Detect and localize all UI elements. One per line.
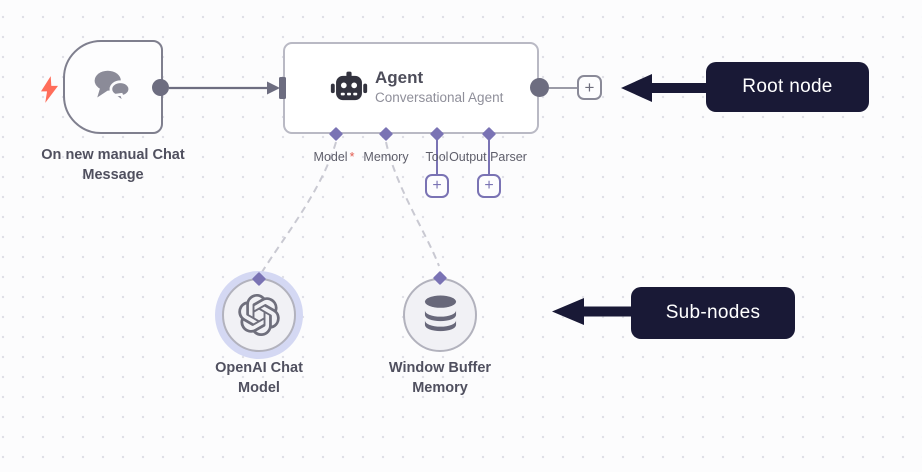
port-label-memory: Memory: [363, 150, 409, 164]
trigger-output-endpoint[interactable]: [152, 79, 169, 96]
add-output-parser-button[interactable]: +: [477, 174, 501, 198]
openai-logo-icon: [238, 294, 280, 336]
chat-bubbles-icon: [94, 70, 132, 105]
add-next-node-button[interactable]: +: [577, 75, 602, 100]
window-buffer-memory-node[interactable]: [403, 278, 477, 352]
root-node-arrow-left-icon: [621, 74, 707, 102]
robot-icon: [330, 71, 368, 101]
agent-node-title: Agent: [375, 68, 424, 87]
openai-chat-model-node[interactable]: [222, 278, 296, 352]
openai-node-label: OpenAI Chat Model: [215, 360, 303, 396]
trigger-node[interactable]: [63, 40, 163, 134]
wire-arrowhead-icon: [267, 81, 280, 95]
wire-memory-dashed: [385, 141, 440, 267]
port-label-tool: Tool: [425, 150, 449, 164]
sub-nodes-annotation: Sub-nodes: [631, 287, 795, 339]
agent-node[interactable]: Agent Conversational Agent: [283, 42, 539, 134]
port-label-output-parser: Output Parser: [449, 150, 527, 164]
port-label-model: Model*: [314, 150, 355, 164]
root-node-annotation: Root node: [706, 62, 869, 112]
lightning-bolt-icon: [41, 76, 58, 103]
add-tool-button[interactable]: +: [425, 174, 449, 198]
agent-node-subtitle: Conversational Agent: [375, 90, 504, 105]
wire-model-dashed: [261, 141, 337, 273]
sub-nodes-arrow-left-icon: [552, 298, 632, 325]
database-icon: [424, 295, 456, 332]
required-marker: *: [349, 150, 355, 164]
port-label-model-text: Model: [313, 150, 348, 164]
agent-output-endpoint[interactable]: [530, 78, 549, 97]
trigger-node-label: On new manual Chat Message: [41, 147, 185, 183]
agent-input-endpoint[interactable]: [279, 77, 286, 99]
memory-node-label: Window Buffer Memory: [388, 360, 492, 396]
